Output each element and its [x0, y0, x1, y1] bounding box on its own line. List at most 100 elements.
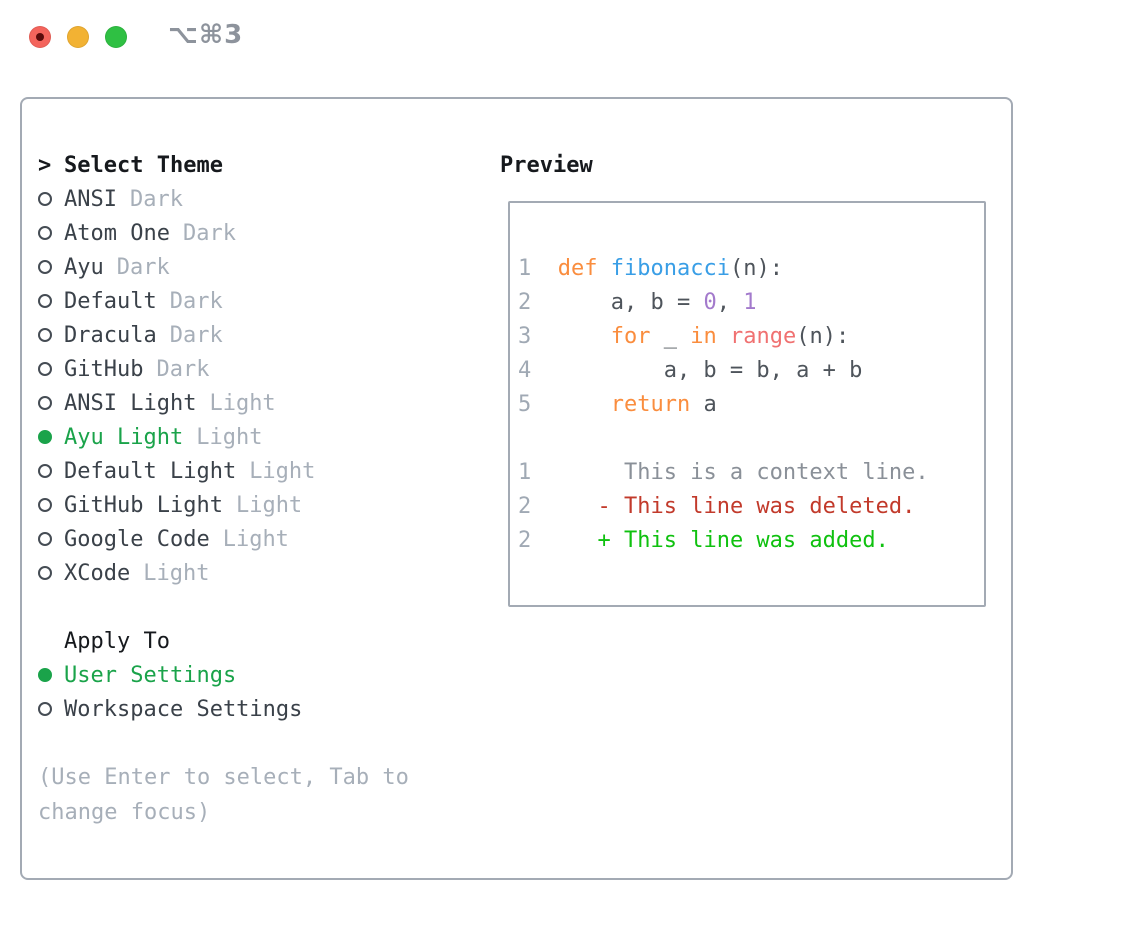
code-segment: 4 — [518, 357, 532, 383]
code-segment: range — [729, 323, 797, 349]
theme-item-variant: Dark — [156, 356, 210, 382]
code-segment: return — [610, 391, 691, 417]
theme-item-github-light[interactable]: GitHub Light Light — [38, 488, 442, 522]
radio-circle-icon[interactable] — [38, 566, 52, 580]
apply-option-label: Workspace Settings — [64, 696, 303, 722]
code-segment: def — [557, 255, 598, 281]
apply-to-header: Apply To — [38, 624, 442, 658]
code-segment: This is a context line. — [623, 459, 929, 485]
code-segment — [531, 460, 624, 485]
code-segment — [717, 324, 730, 349]
radio-circle-icon[interactable] — [38, 226, 52, 240]
code-segment: 0 — [703, 289, 717, 315]
code-segment: for — [610, 323, 651, 349]
theme-item-variant: Dark — [182, 220, 236, 246]
zoom-button[interactable] — [105, 26, 127, 48]
theme-item-default[interactable]: Default Dark — [38, 284, 442, 318]
radio-circle-icon[interactable] — [38, 498, 52, 512]
code-segment: 2 — [518, 289, 532, 315]
code-segment: a — [690, 391, 717, 417]
radio-selected-icon[interactable] — [38, 430, 52, 444]
theme-item-name: Default Light — [64, 458, 237, 484]
theme-item-variant: Light — [143, 560, 210, 586]
radio-selected-icon[interactable] — [38, 668, 52, 682]
code-segment: 1 — [743, 289, 757, 315]
radio-circle-icon[interactable] — [38, 702, 52, 716]
theme-item-variant: Dark — [169, 288, 223, 314]
radio-circle-icon[interactable] — [38, 362, 52, 376]
theme-item-name: Ayu Light — [64, 424, 184, 450]
radio-circle-icon[interactable] — [38, 192, 52, 206]
code-line: 2 - This line was deleted. — [518, 489, 984, 523]
theme-item-variant: Dark — [116, 254, 170, 280]
theme-item-variant: Dark — [169, 322, 223, 348]
theme-item-variant: Light — [196, 424, 263, 450]
theme-item-name: Dracula — [64, 322, 157, 348]
apply-option-user-settings[interactable]: User Settings — [38, 658, 442, 692]
code-segment: This line was added. — [623, 527, 889, 553]
code-segment — [531, 324, 610, 349]
code-segment: a, b = b, a + b — [531, 357, 863, 383]
code-line: 5 return a — [518, 387, 984, 421]
theme-item-name: Default — [64, 288, 157, 314]
theme-item-name: GitHub — [64, 356, 144, 382]
theme-item-ayu-light[interactable]: Ayu Light Light — [38, 420, 442, 454]
code-segment: _ — [650, 323, 691, 349]
titlebar: ⌥⌘3 — [0, 0, 1140, 74]
apply-option-workspace-settings[interactable]: Workspace Settings — [38, 692, 442, 726]
radio-circle-icon[interactable] — [38, 464, 52, 478]
radio-circle-icon[interactable] — [38, 294, 52, 308]
close-button[interactable] — [29, 26, 51, 48]
minimize-button[interactable] — [67, 26, 89, 48]
radio-circle-icon[interactable] — [38, 328, 52, 342]
theme-item-variant: Light — [235, 492, 303, 518]
code-line: 1 This is a context line. — [518, 455, 984, 489]
code-line: 1 def fibonacci(n): — [518, 251, 984, 285]
theme-item-name: Ayu — [64, 254, 104, 280]
code-segment: 5 — [518, 391, 532, 417]
code-segment: 2 — [518, 527, 532, 553]
code-segment — [531, 494, 597, 519]
select-theme-title: Select Theme — [64, 152, 223, 178]
code-segment: fibonacci — [610, 255, 730, 281]
theme-item-variant: Dark — [129, 186, 183, 212]
code-segment: This line was deleted. — [623, 493, 916, 519]
preview-title-label: Preview — [500, 152, 593, 178]
theme-item-name: GitHub Light — [64, 492, 223, 518]
code-segment: , — [716, 289, 744, 315]
theme-item-dracula[interactable]: Dracula Dark — [38, 318, 442, 352]
theme-item-atom-one[interactable]: Atom One Dark — [38, 216, 442, 250]
code-line: 4 a, b = b, a + b — [518, 353, 984, 387]
prompt-caret-icon: > — [38, 152, 52, 178]
theme-item-ayu[interactable]: Ayu Dark — [38, 250, 442, 284]
hint-text: (Use Enter to select, Tab to change focu… — [38, 765, 409, 825]
code-segment — [531, 392, 610, 417]
radio-circle-icon[interactable] — [38, 396, 52, 410]
blank-line — [518, 421, 984, 455]
theme-item-github[interactable]: GitHub Dark — [38, 352, 442, 386]
radio-circle-icon[interactable] — [38, 260, 52, 274]
code-segment: (n): — [796, 323, 850, 349]
code-segment: - — [597, 493, 611, 519]
radio-circle-icon[interactable] — [38, 532, 52, 546]
apply-to-label: Apply To — [64, 628, 170, 654]
theme-item-name: Atom One — [64, 220, 170, 246]
code-segment — [531, 528, 597, 553]
select-theme-header: > Select Theme — [38, 148, 442, 182]
code-segment — [531, 256, 558, 281]
code-segment: 3 — [518, 323, 532, 349]
code-segment: 2 — [518, 493, 532, 519]
code-segment — [611, 494, 624, 519]
code-segment: 1 — [518, 255, 532, 281]
code-line: 3 for _ in range(n): — [518, 319, 984, 353]
